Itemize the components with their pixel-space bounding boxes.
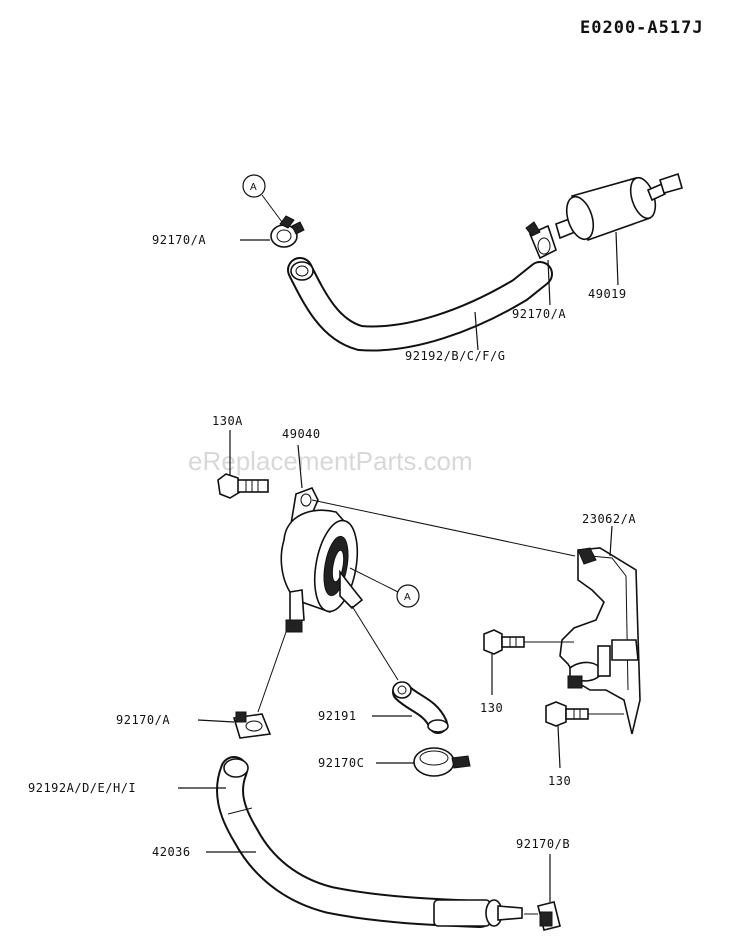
clamp-mid-left [232,631,287,739]
bracket [559,547,641,735]
label-clamp-top-right: 92170/A [512,307,566,321]
label-hose-bottom: 92192A/D/E/H/I [28,781,136,795]
label-bolt-130a: 130A [212,414,243,428]
label-bolt-130-upper: 130 [480,701,503,715]
bolt-130a [217,473,269,499]
callout-a-top-letter: A [250,182,257,193]
label-pipe-42036: 42036 [152,845,191,859]
label-clamp-mid-left: 92170/A [116,713,170,727]
fuel-pump [280,486,364,633]
leader-bolt-130-lower [557,725,561,769]
leader-bracket [609,525,613,557]
clamp-92170c [413,747,471,777]
leader-pump-to-bracket [311,499,576,557]
clamp-bottom [524,901,561,931]
bolt-130-lower [545,701,624,727]
hose-bottom [216,756,523,928]
callout-a-middle-letter: A [404,592,411,603]
callout-a-top: A [242,174,283,223]
clamp-top-right [525,221,557,260]
label-hose-top: 92192/B/C/F/G [405,349,505,363]
callout-a-middle: A [349,567,420,608]
leader-clamp-mid-left [197,719,235,723]
watermark: eReplacementParts.com [188,446,473,476]
clamp-top-left [270,215,305,248]
label-clamp-top-left: 92170/A [152,233,206,247]
leader-clamp-top-right [547,259,551,306]
label-hose-92191: 92191 [318,709,357,723]
label-clamp-92170c: 92170C [318,756,364,770]
label-clamp-bottom: 92170/B [516,837,570,851]
hose-top [287,257,553,352]
leader-fuel-pump [297,444,303,489]
label-bolt-130-lower: 130 [548,774,571,788]
leader-hose-top [474,311,479,351]
label-bracket: 23062/A [582,512,636,526]
label-fuel-pump: 49040 [282,427,321,441]
fuel-filter [555,172,683,242]
bolt-130-upper [483,629,574,655]
diagram-code: E0200-A517J [580,18,704,38]
hose-92191 [351,605,449,734]
label-fuel-filter: 49019 [588,287,627,301]
leader-fuel-filter [615,231,619,286]
